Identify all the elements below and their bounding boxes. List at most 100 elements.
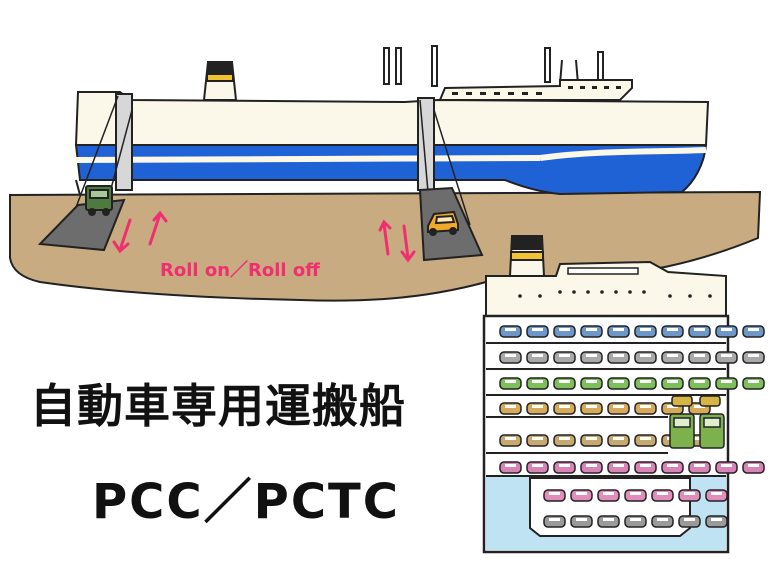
deck-car-window (586, 354, 597, 357)
deck-car-window (640, 464, 651, 467)
deck-car (526, 351, 549, 364)
deck-car (607, 325, 630, 338)
deck-car (553, 377, 576, 390)
deck-car (570, 489, 593, 502)
deck-car (661, 351, 684, 364)
deck-car-window (505, 354, 516, 357)
deck-car (580, 325, 603, 338)
title-japanese: 自動車専用運搬船 (30, 379, 406, 433)
deck-car-window (630, 518, 641, 521)
deck-car (661, 461, 684, 474)
deck-car (705, 515, 728, 528)
deck-car-window (748, 380, 759, 383)
deck-car-window (667, 464, 678, 467)
deck-car-window (532, 354, 543, 357)
deck-car (570, 515, 593, 528)
deck-car-window (748, 328, 759, 331)
pcc-cross-section (482, 235, 730, 554)
deck-car (651, 489, 674, 502)
deck-car (624, 489, 647, 502)
deck-car (715, 461, 738, 474)
deck-car-window (586, 464, 597, 467)
deck-car-window (603, 518, 614, 521)
deck-car (553, 351, 576, 364)
deck-car (634, 377, 657, 390)
deck-car-window (586, 380, 597, 383)
deck-car (597, 515, 620, 528)
deck-car (499, 402, 522, 415)
deck-car-window (640, 437, 651, 440)
deck-car (742, 325, 765, 338)
deck-car (624, 515, 647, 528)
deck-car-window (576, 518, 587, 521)
deck-car (634, 461, 657, 474)
deck-car-window (559, 328, 570, 331)
deck-car (715, 377, 738, 390)
deck-car (553, 434, 576, 447)
deck-car-window (559, 380, 570, 383)
deck-car (634, 325, 657, 338)
deck-car (688, 325, 711, 338)
deck-car-window (721, 354, 732, 357)
deck-car (715, 351, 738, 364)
deck-car (688, 461, 711, 474)
deck-car (526, 434, 549, 447)
deck-car-window (667, 380, 678, 383)
deck-trucks (669, 395, 725, 449)
deck-car (661, 377, 684, 390)
deck-car (634, 402, 657, 415)
deck-car (607, 351, 630, 364)
deck-car (543, 489, 566, 502)
deck-car (499, 351, 522, 364)
deck-car-window (505, 464, 516, 467)
deck-car-window (532, 328, 543, 331)
deck-car (499, 325, 522, 338)
deck-car-window (505, 380, 516, 383)
deck-car-window (532, 464, 543, 467)
deck-car (553, 402, 576, 415)
deck-car (580, 351, 603, 364)
deck-car-window (694, 464, 705, 467)
deck-car-window (559, 437, 570, 440)
deck-car-window (640, 354, 651, 357)
deck-car-window (711, 492, 722, 495)
ship-bridge (438, 79, 633, 101)
deck-car (499, 377, 522, 390)
deck-car (553, 325, 576, 338)
deck-car-window (505, 328, 516, 331)
ship-masts (383, 45, 604, 87)
deck-car-window (549, 492, 560, 495)
deck-car-window (657, 492, 668, 495)
deck-car-window (532, 380, 543, 383)
deck-car (705, 489, 728, 502)
deck-car (607, 377, 630, 390)
deck-car-window (630, 492, 641, 495)
deck-car (553, 461, 576, 474)
up-down-arrow-icon (112, 210, 416, 263)
deck-car-window (559, 405, 570, 408)
deck-car-window (640, 405, 651, 408)
deck-car-window (613, 380, 624, 383)
deck-car-window (532, 405, 543, 408)
deck-car (634, 351, 657, 364)
deck-car-window (684, 518, 695, 521)
deck-car (742, 351, 765, 364)
deck-car-window (505, 437, 516, 440)
car-icon (427, 210, 459, 236)
deck-car-window (586, 328, 597, 331)
deck-car-window (711, 518, 722, 521)
deck-car (580, 434, 603, 447)
deck-car-window (694, 405, 705, 408)
deck-car (607, 402, 630, 415)
deck-car-window (721, 464, 732, 467)
deck-car-window (667, 354, 678, 357)
deck-car (580, 461, 603, 474)
deck-car-window (559, 464, 570, 467)
deck-car (678, 515, 701, 528)
deck-car-window (667, 328, 678, 331)
deck-car-window (603, 492, 614, 495)
deck-car-window (694, 328, 705, 331)
deck-car-window (684, 492, 695, 495)
deck-car-window (721, 328, 732, 331)
